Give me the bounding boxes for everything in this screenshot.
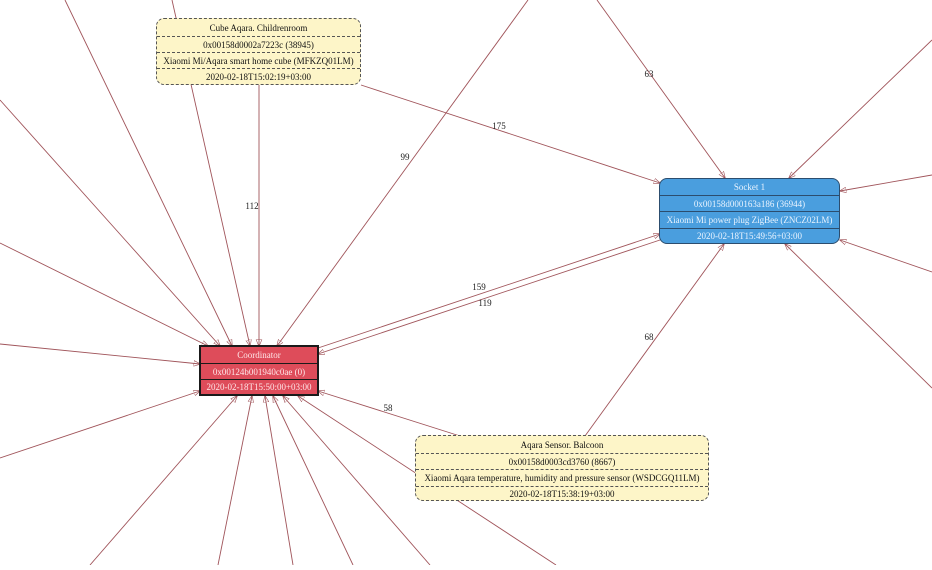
- node-coordinator[interactable]: Coordinator 0x00124b001940c0ae (0) 2020-…: [199, 345, 319, 396]
- node-last-seen: 2020-02-18T15:50:00+03:00: [201, 379, 317, 394]
- node-last-seen: 2020-02-18T15:02:19+03:00: [157, 68, 360, 84]
- link-line: [596, 0, 725, 178]
- link-line: [317, 234, 660, 349]
- node-address: 0x00158d000163a186 (36944): [660, 195, 839, 211]
- node-model: Xiaomi Aqara temperature, humidity and p…: [416, 469, 708, 486]
- link-line: [318, 391, 461, 437]
- link-line: [89, 396, 237, 566]
- link-line: [360, 84, 660, 183]
- node-last-seen: 2020-02-18T15:49:56+03:00: [660, 228, 839, 243]
- link-lqi-label: 58: [383, 403, 393, 413]
- link-lqi-label: 175: [492, 121, 506, 131]
- node-socket[interactable]: Socket 1 0x00158d000163a186 (36944) Xiao…: [659, 178, 840, 244]
- node-address: 0x00158d0002a7223c (38945): [157, 36, 360, 52]
- link-line: [840, 174, 932, 191]
- link-line: [217, 396, 252, 566]
- link-line: [0, 242, 208, 346]
- link-lqi-label: 119: [478, 298, 492, 308]
- link-line: [0, 391, 200, 459]
- link-lqi-label: 68: [644, 332, 654, 342]
- link-line: [318, 239, 661, 354]
- link-line: [265, 396, 294, 566]
- link-line: [283, 396, 431, 566]
- link-lqi-label: 99: [400, 152, 410, 162]
- link-line: [789, 39, 932, 178]
- link-line: [584, 244, 724, 437]
- node-last-seen: 2020-02-18T15:38:19+03:00: [416, 486, 708, 500]
- node-name: Aqara Sensor. Balcoon: [520, 439, 604, 450]
- link-line: [785, 244, 932, 389]
- node-address: 0x00158d0003cd3760 (8667): [416, 453, 708, 469]
- link-line: [277, 0, 529, 346]
- node-model: Xiaomi Mi/Aqara smart home cube (MFKZQ01…: [157, 52, 360, 68]
- node-name: Coordinator: [237, 350, 281, 360]
- link-line: [840, 240, 932, 273]
- link-lqi-label: 63: [644, 69, 654, 79]
- node-model: Xiaomi Mi power plug ZigBee (ZNCZ02LM): [660, 211, 839, 228]
- node-sensor[interactable]: Aqara Sensor. Balcoon 0x00158d0003cd3760…: [415, 435, 709, 501]
- node-name: Socket 1: [733, 182, 766, 192]
- node-address: 0x00124b001940c0ae (0): [201, 363, 317, 379]
- link-line: [0, 343, 200, 364]
- node-cube[interactable]: Cube Aqara. Childrenroom 0x00158d0002a72…: [156, 18, 361, 85]
- link-line: [0, 99, 220, 346]
- link-line: [273, 396, 354, 566]
- link-lqi-label: 112: [245, 201, 259, 211]
- link-line: [64, 0, 232, 346]
- link-lqi-label: 159: [472, 282, 486, 292]
- node-name: Cube Aqara. Childrenroom: [209, 22, 308, 33]
